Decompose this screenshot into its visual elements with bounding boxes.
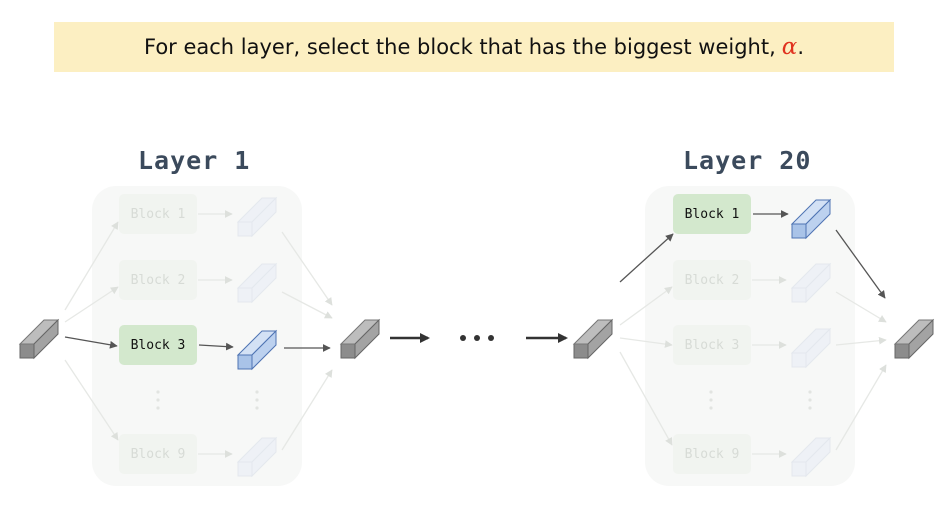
layer-20-block-1-output-tensor xyxy=(790,198,832,240)
layer-1-block-2: Block 2 xyxy=(119,260,197,300)
layer-1-title: Layer 1 xyxy=(138,146,251,175)
layer-20-faded-connections xyxy=(619,276,887,458)
active-path-arrows xyxy=(64,210,886,352)
layer-20-block-2: Block 2 xyxy=(673,260,751,300)
layer-20-title: Layer 20 xyxy=(683,146,812,175)
input-tensor xyxy=(18,318,60,360)
alpha-symbol: α xyxy=(781,34,798,60)
layer-1-block-3-selected: Block 3 xyxy=(119,325,197,365)
ellipsis-dots xyxy=(460,335,494,341)
instruction-banner: For each layer, select the block that ha… xyxy=(54,22,894,72)
layer-1-block-9: Block 9 xyxy=(119,434,197,474)
instruction-period: . xyxy=(797,35,804,59)
layer-20-block-3: Block 3 xyxy=(673,325,751,365)
final-output-tensor xyxy=(893,318,935,360)
layer-20-input-tensor xyxy=(572,318,614,360)
instruction-text: For each layer, select the block that ha… xyxy=(143,35,776,59)
layer-20-block-1-selected: Block 1 xyxy=(673,194,751,234)
faded-tensors xyxy=(236,196,832,478)
layer-1-block-1: Block 1 xyxy=(119,194,197,234)
faded-vertical-dots xyxy=(156,390,812,410)
layer-1-faded-connections xyxy=(64,210,333,458)
layer-20-block-9: Block 9 xyxy=(673,434,751,474)
layer-1-block-3-output-tensor xyxy=(236,329,278,371)
layer-1-output-tensor xyxy=(339,318,381,360)
